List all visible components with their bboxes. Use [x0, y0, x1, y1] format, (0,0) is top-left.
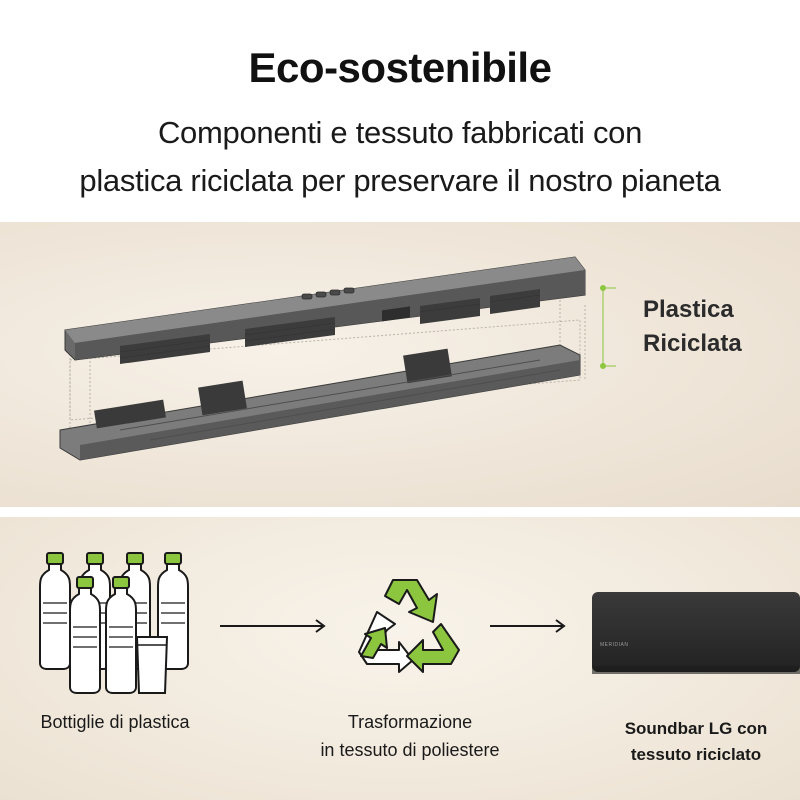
soundbar-caption-line-2: tessuto riciclato — [630, 745, 762, 764]
recycle-icon — [358, 579, 460, 673]
arrow-right-icon — [220, 619, 326, 633]
product-panel — [0, 222, 800, 507]
transformation-caption-line-2: in tessuto di poliestere — [320, 740, 500, 760]
header: Eco-sostenibile Componenti e tessuto fab… — [0, 0, 800, 222]
recycled-label-line-1: Plastica — [643, 296, 734, 323]
recycled-label-line-2: Riciclata — [643, 330, 742, 357]
section-divider — [0, 507, 800, 517]
bottles-caption: Bottiglie di plastica — [40, 712, 190, 732]
lg-soundbar-image: MERIDIAN — [592, 592, 800, 674]
subtitle-line-1: Componenti e tessuto fabbricati con — [157, 115, 643, 150]
plastic-bottles-icon — [39, 552, 189, 694]
recycled-bracket — [600, 285, 616, 369]
arrow-right-icon-2 — [490, 619, 566, 633]
soundbar-exploded-illustration — [59, 256, 616, 461]
lower-chassis — [59, 344, 581, 461]
page-title: Eco-sostenibile — [248, 44, 552, 91]
soundbar-brand-text: MERIDIAN — [600, 642, 628, 648]
subtitle-line-2: plastica riciclata per preservare il nos… — [79, 163, 721, 198]
upper-chassis — [64, 256, 586, 364]
transformation-caption-line-1: Trasformazione — [347, 712, 473, 732]
soundbar-caption-line-1: Soundbar LG con — [624, 719, 768, 738]
